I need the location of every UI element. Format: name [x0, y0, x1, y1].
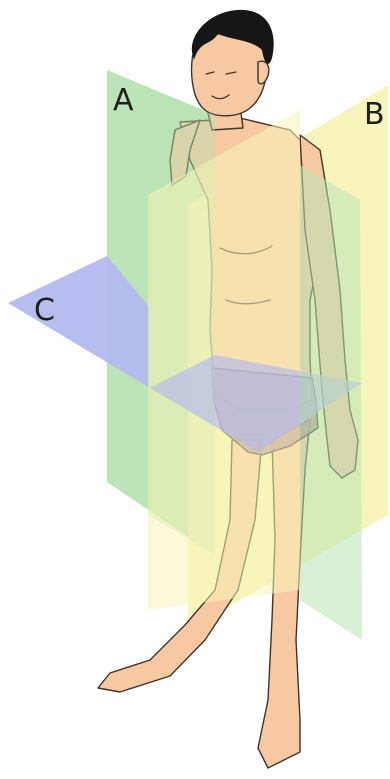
plane-b-label: B: [364, 97, 385, 132]
ear: [258, 61, 269, 84]
plane-c-label: C: [34, 293, 55, 328]
plane-a-label: A: [113, 83, 134, 118]
plane-a-right-edge: [300, 165, 362, 640]
head: [192, 34, 267, 116]
